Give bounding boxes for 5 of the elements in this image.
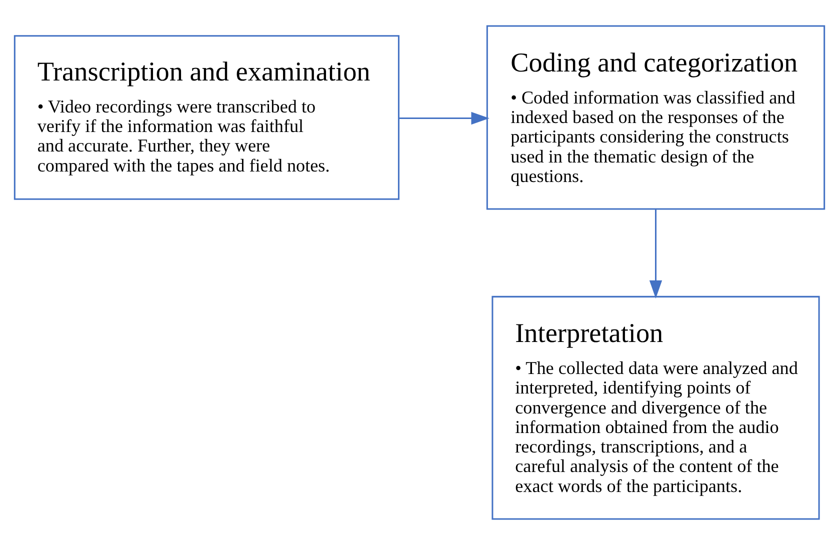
arrow: [649, 208, 662, 298]
arrow: [399, 111, 490, 124]
node-box: Coding and categorization • Coded information was classified and indexed based on the responses of the participants considering the constructs used in the thematic design of the questions.: [486, 24, 826, 210]
node-box: Interpretation • The collected data were analyzed and interpreted, identifying points of convergence and divergence of the information obtained from the audio recordings, transcriptions, and a careful analysis of the content of the exact words of the participants.: [492, 295, 820, 520]
node-box: Transcription and examination • Video recordings were transcribed to verify if the information was faithful and accurate. Further, they were compared with the tapes and field notes.: [14, 34, 400, 200]
